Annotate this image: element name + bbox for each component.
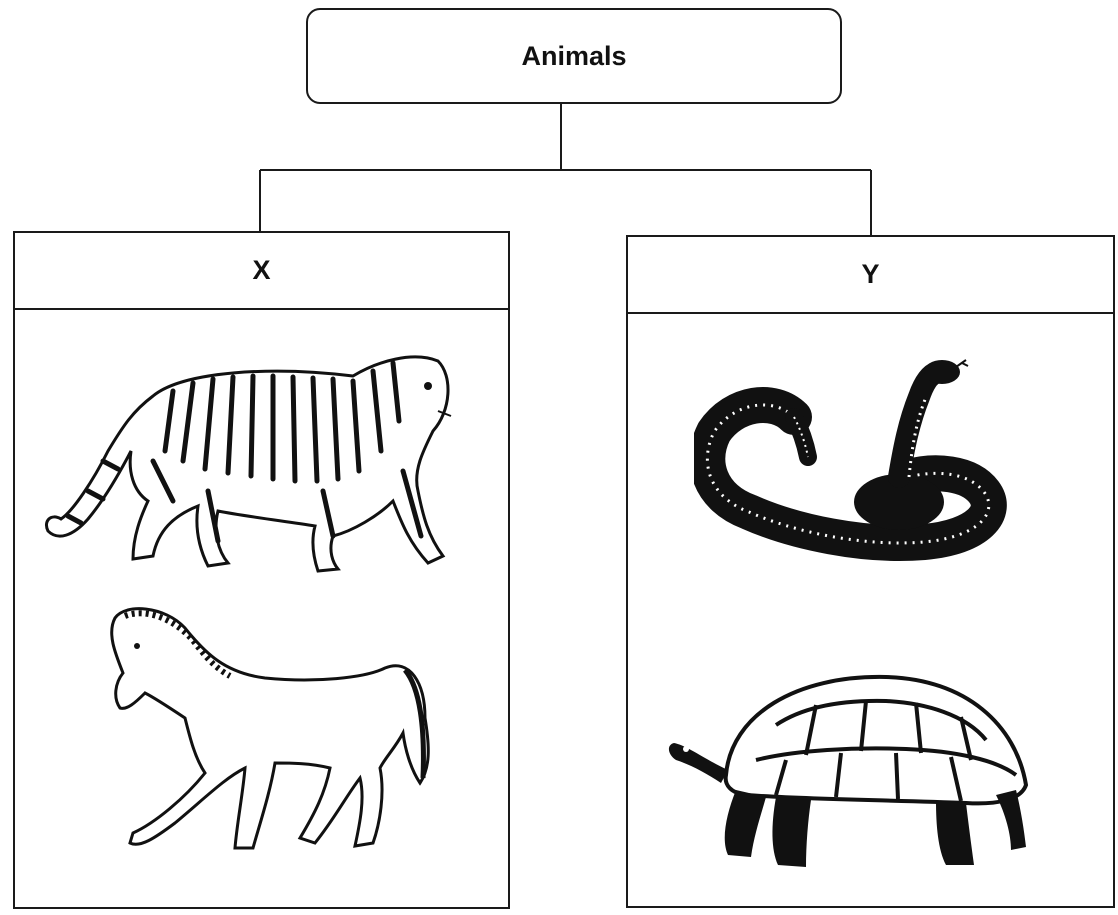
group-x-header: X bbox=[15, 233, 508, 310]
snake-icon bbox=[694, 352, 1024, 577]
tiger-icon bbox=[33, 341, 453, 581]
root-node: Animals bbox=[306, 8, 842, 104]
group-y-header: Y bbox=[628, 237, 1113, 314]
group-x-panel: X bbox=[13, 231, 510, 909]
tortoise-icon bbox=[666, 665, 1036, 880]
group-y-label: Y bbox=[861, 259, 879, 290]
horse-icon bbox=[85, 598, 445, 868]
root-label: Animals bbox=[521, 41, 626, 72]
group-x-label: X bbox=[252, 255, 270, 286]
group-y-panel: Y bbox=[626, 235, 1115, 908]
